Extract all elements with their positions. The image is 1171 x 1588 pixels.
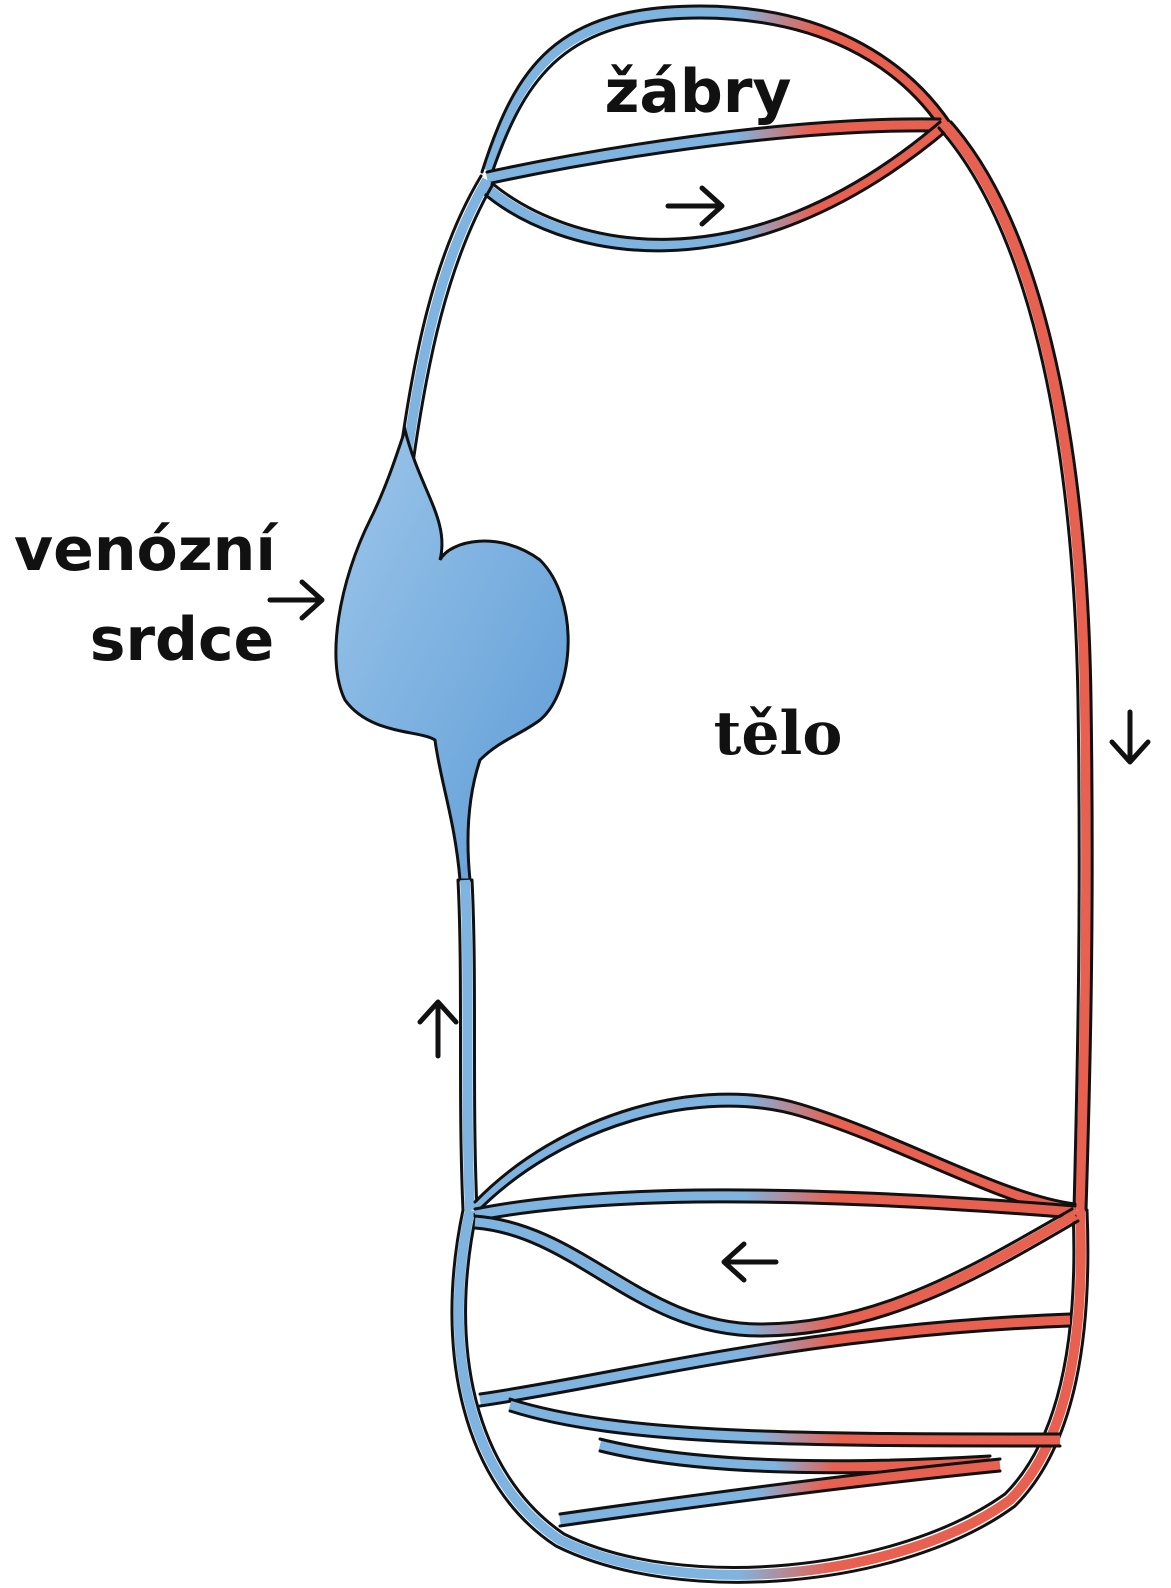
- body-capillary-flow-arrow: [724, 1244, 776, 1280]
- gills-label: žábry: [604, 57, 791, 127]
- dorsal-aorta: [939, 122, 1092, 1210]
- vein-flow-arrow: [420, 1002, 456, 1056]
- venous-heart: [336, 430, 568, 880]
- body-capillaries: [452, 1094, 1088, 1582]
- ventral-vessel: [398, 176, 493, 470]
- body-label: tělo: [714, 699, 843, 769]
- heart-label-line2: srdce: [90, 605, 275, 675]
- gills-flow-arrow: [668, 188, 722, 224]
- aorta-flow-arrow: [1112, 712, 1148, 762]
- heart-pointer-arrow: [270, 582, 322, 618]
- heart-label-line1: venózní: [14, 515, 279, 585]
- heart-shape: [336, 430, 568, 880]
- cardinal-vein: [458, 880, 477, 1210]
